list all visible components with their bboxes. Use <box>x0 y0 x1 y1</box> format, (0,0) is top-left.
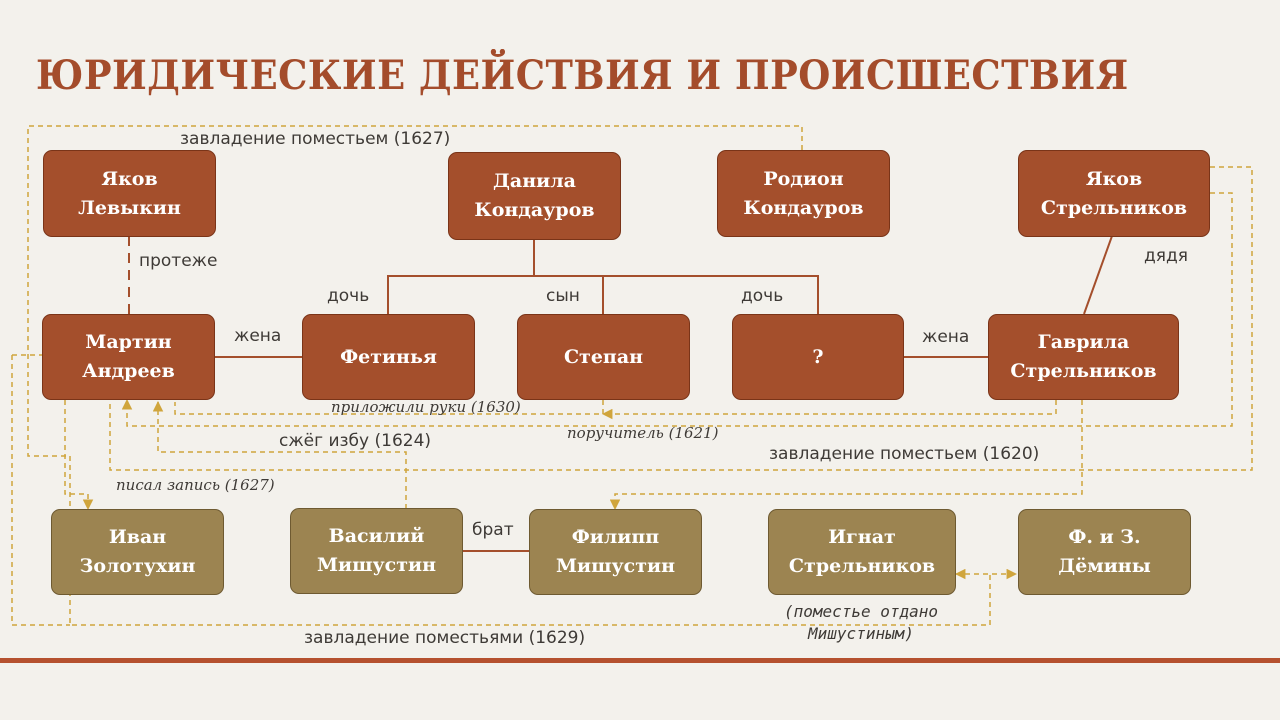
label-brother: брат <box>472 520 514 540</box>
node-yakov-strelnikov: Яков Стрельников <box>1018 150 1210 237</box>
node-stepan: Степан <box>517 314 690 400</box>
link-hands-1630 <box>174 400 1057 414</box>
label-hands-1630: приложили руки (1630) <box>331 398 521 416</box>
label-uncle: дядя <box>1144 246 1188 266</box>
node-unknown-daughter: ? <box>732 314 904 400</box>
bottom-bar <box>0 658 1280 663</box>
link-seizure-1620 <box>109 166 1253 471</box>
label-surety-1621: поручитель (1621) <box>567 424 719 442</box>
link-surety-1621 <box>121 192 1233 427</box>
node-martin-andreev: Мартин Андреев <box>42 314 215 400</box>
node-rodion-kondaurov: Родион Кондауров <box>717 150 890 237</box>
node-deminy: Ф. и З. Дёмины <box>1018 509 1191 595</box>
link-gavrila-filipp <box>609 400 1083 511</box>
link-seizure-1629 <box>11 354 70 626</box>
node-yakov-levykin: Яков Левыкин <box>43 150 216 237</box>
note-estate-given: (поместье отдано Мишустиным) <box>783 602 939 643</box>
label-son: сын <box>546 286 580 306</box>
label-protege: протеже <box>139 251 218 271</box>
label-wife-1: жена <box>234 326 282 346</box>
label-seizure-1620: завладение поместьем (1620) <box>769 444 1040 464</box>
page-title: ЮРИДИЧЕСКИЕ ДЕЙСТВИЯ И ПРОИСШЕСТВИЯ <box>36 52 1129 99</box>
label-wife-2: жена <box>922 327 970 347</box>
label-daughter-1: дочь <box>327 286 370 306</box>
node-gavrila-strelnikov: Гаврила Стрельников <box>988 314 1179 400</box>
node-ivan-zolotukhin: Иван Золотухин <box>51 509 224 595</box>
label-burned-1624: сжёг избу (1624) <box>279 431 432 451</box>
link-burned-1624 <box>152 400 407 509</box>
link-wrote-1627 <box>64 400 94 511</box>
node-filipp-mishustin: Филипп Мишустин <box>529 509 702 595</box>
link-seizure-1627 <box>27 125 991 626</box>
node-fetinya: Фетинья <box>302 314 475 400</box>
label-seizure-1627: завладение поместьем (1627) <box>180 129 451 149</box>
node-vasily-mishustin: Василий Мишустин <box>290 508 463 594</box>
label-seizure-1629: завладение поместьями (1629) <box>304 628 586 648</box>
label-wrote-1627: писал запись (1627) <box>116 476 275 494</box>
link-kinship-tree <box>387 240 819 314</box>
node-ignat-strelnikov: Игнат Стрельников <box>768 509 956 595</box>
link-uncle <box>1083 235 1113 315</box>
label-daughter-2: дочь <box>741 286 784 306</box>
node-danila-kondaurov: Данила Кондауров <box>448 152 621 240</box>
